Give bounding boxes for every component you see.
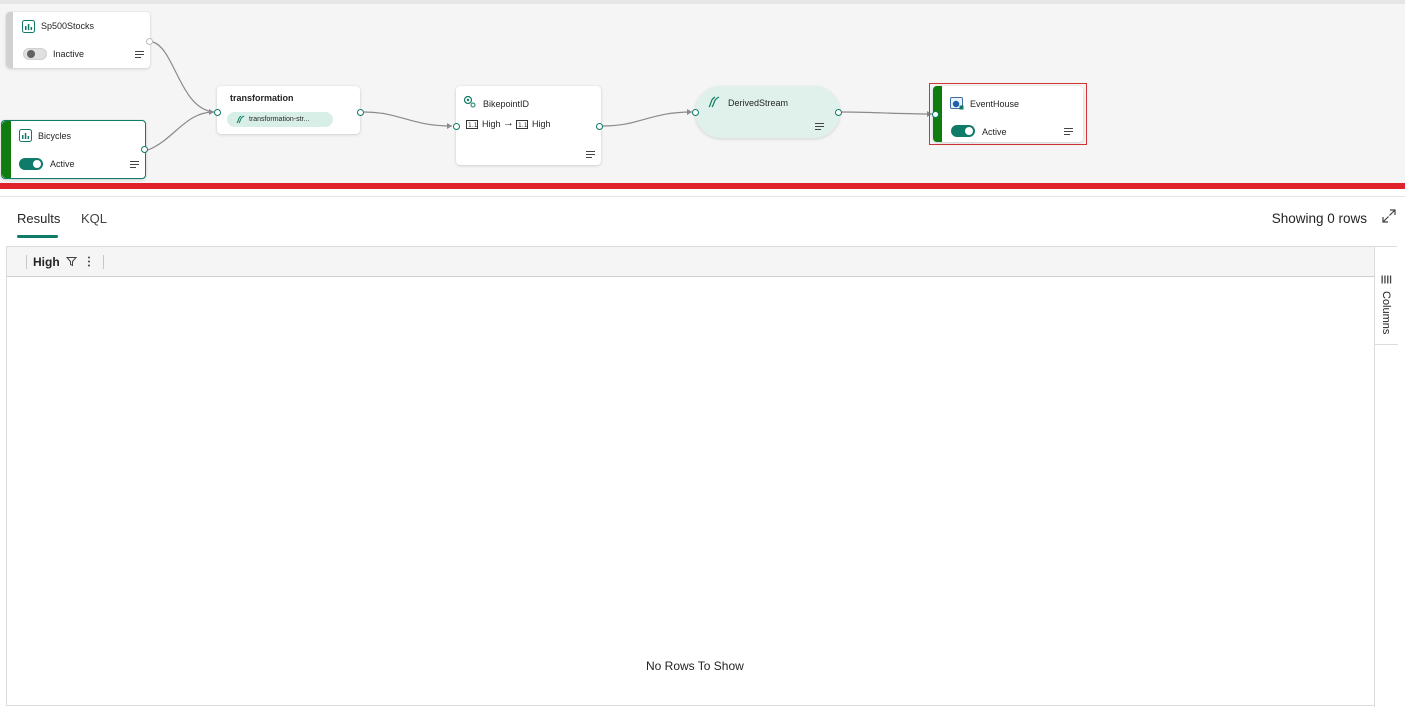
node-title: Sp500Stocks — [41, 21, 95, 31]
node-title: transformation — [230, 93, 294, 103]
filter-icon[interactable] — [66, 256, 77, 267]
node-toggle[interactable] — [951, 125, 975, 137]
node-sp500stocks[interactable]: Sp500Stocks Inactive — [6, 12, 150, 68]
output-column: High — [532, 119, 551, 129]
node-status: Active — [50, 159, 75, 169]
input-port[interactable] — [932, 111, 939, 118]
node-title: BikepointID — [483, 99, 530, 109]
node-eventhouse[interactable]: EventHouse Active — [933, 86, 1083, 142]
tab-kql[interactable]: KQL — [81, 211, 108, 226]
active-tab-indicator — [17, 235, 58, 238]
stream-icon — [708, 96, 720, 108]
gear-icon — [463, 95, 476, 108]
arrowhead — [687, 109, 692, 115]
chip-label: transformation-str... — [249, 116, 310, 123]
input-port[interactable] — [214, 109, 221, 116]
row-count-label: Showing 0 rows — [1271, 211, 1367, 226]
node-toggle[interactable] — [23, 48, 47, 60]
empty-state-message: No Rows To Show — [646, 659, 744, 673]
input-port[interactable] — [692, 109, 699, 116]
column-type-icon: 1.1 — [516, 120, 528, 129]
bar-chart-icon — [19, 129, 32, 142]
node-status: Active — [982, 127, 1007, 137]
edge-bikepoint-derived — [602, 111, 693, 127]
column-separator[interactable] — [26, 255, 27, 269]
output-port[interactable] — [357, 109, 364, 116]
node-menu-icon[interactable] — [586, 151, 595, 158]
column-header-high[interactable]: High — [33, 255, 60, 269]
columns-icon — [1381, 275, 1392, 284]
edges-layer — [147, 41, 933, 151]
node-status: Inactive — [53, 49, 85, 59]
output-port[interactable] — [596, 123, 603, 130]
edge-derived-eventhouse — [841, 111, 933, 115]
edge-transformation-bikepoint — [363, 111, 453, 127]
node-derivedstream[interactable]: DerivedStream — [695, 86, 840, 138]
node-bikepointid[interactable]: BikepointID 1.1 High → 1.1 High — [456, 86, 601, 165]
node-toggle[interactable] — [19, 158, 43, 170]
results-grid[interactable]: High Columns — [6, 246, 1398, 707]
edge-bicycles-transformation — [147, 111, 215, 151]
panel-divider — [0, 196, 1405, 197]
grid-header: High — [7, 247, 1374, 277]
columns-side-panel: Columns — [1374, 247, 1398, 707]
output-port[interactable] — [835, 109, 842, 116]
arrow-glyph: → — [503, 117, 514, 129]
tab-results[interactable]: Results — [17, 211, 61, 226]
inactive-strip — [6, 12, 13, 68]
output-port[interactable] — [146, 38, 153, 45]
columns-side-label: Columns — [1380, 291, 1392, 335]
splitter-highlight[interactable] — [0, 183, 1405, 189]
pipeline-canvas[interactable]: Sp500Stocks Inactive Bicycles Active tra… — [0, 0, 1405, 183]
arrowhead — [447, 123, 452, 129]
node-transformation[interactable]: transformation transformation-str... — [217, 86, 360, 134]
node-menu-icon[interactable] — [1064, 128, 1073, 135]
node-bicycles[interactable]: Bicycles Active — [1, 120, 146, 179]
edge-sp500-transformation — [152, 41, 215, 113]
column-type-icon: 1.1 — [466, 120, 478, 129]
bar-chart-icon — [22, 20, 35, 33]
node-title: EventHouse — [970, 99, 1020, 109]
expand-icon[interactable] — [1381, 208, 1397, 224]
eventhouse-icon — [950, 97, 964, 110]
output-port[interactable] — [141, 146, 148, 153]
column-separator[interactable] — [103, 255, 104, 269]
columns-side-tab[interactable]: Columns — [1375, 267, 1398, 345]
node-title: Bicycles — [38, 131, 72, 141]
node-menu-icon[interactable] — [130, 161, 139, 168]
input-column: High — [482, 119, 501, 129]
svg-text:1.1: 1.1 — [468, 122, 478, 129]
more-options-icon[interactable] — [87, 256, 91, 267]
transformation-chip[interactable]: transformation-str... — [227, 112, 333, 127]
node-menu-icon[interactable] — [815, 123, 824, 130]
node-menu-icon[interactable] — [135, 51, 144, 58]
node-title: DerivedStream — [728, 98, 789, 108]
input-port[interactable] — [453, 123, 460, 130]
arrowhead — [209, 109, 214, 115]
selection-outline — [929, 83, 1087, 145]
active-strip — [2, 121, 11, 178]
svg-text:1.1: 1.1 — [518, 122, 528, 129]
stream-icon — [236, 115, 245, 124]
